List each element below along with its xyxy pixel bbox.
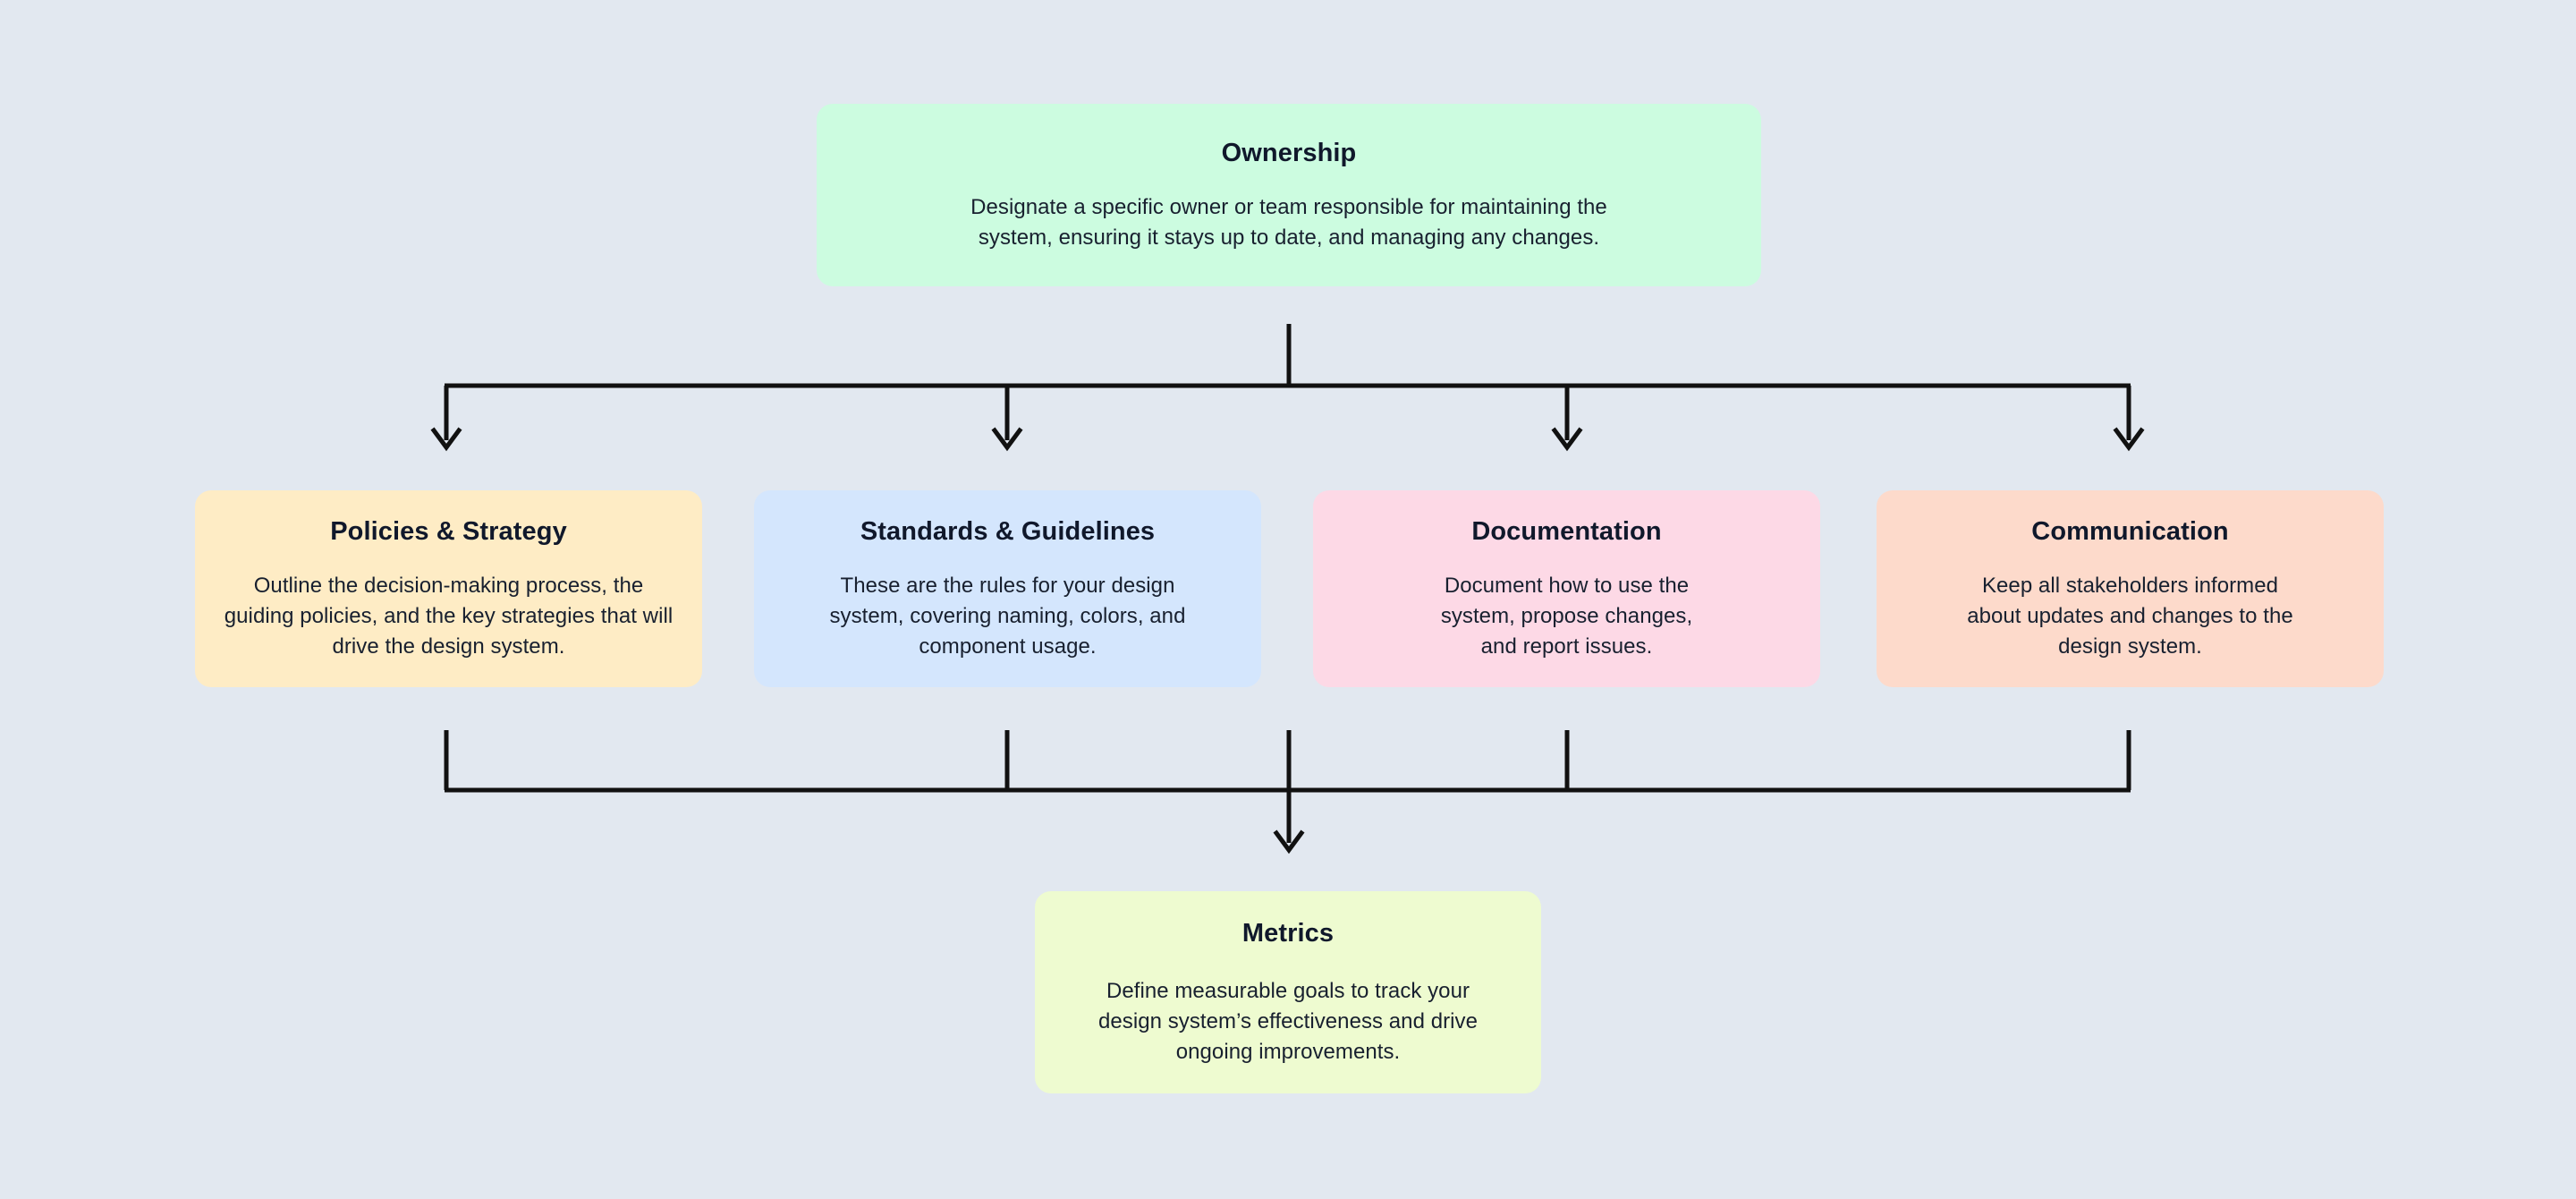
node-ownership-description: Designate a specific owner or team respo… bbox=[970, 195, 1607, 251]
node-communication-description: Keep all stakeholders informed about upd… bbox=[1967, 574, 2293, 659]
node-communication[interactable]: Communication Keep all stakeholders info… bbox=[1877, 490, 2384, 687]
node-standards-guidelines[interactable]: Standards & Guidelines These are the rul… bbox=[754, 490, 1261, 687]
node-metrics-description: Define measurable goals to track your de… bbox=[1098, 979, 1478, 1065]
node-policies-strategy[interactable]: Policies & Strategy Outline the decision… bbox=[195, 490, 702, 687]
node-metrics[interactable]: Metrics Define measurable goals to track… bbox=[1035, 891, 1541, 1093]
node-documentation-description: Document how to use the system, propose … bbox=[1440, 574, 1693, 659]
arrowhead-to-metrics bbox=[1273, 829, 1305, 855]
node-policies-strategy-title: Policies & Strategy bbox=[330, 516, 567, 546]
node-ownership[interactable]: Ownership Designate a specific owner or … bbox=[817, 104, 1761, 286]
arrowhead-to-documentation bbox=[1551, 427, 1583, 452]
node-ownership-title: Ownership bbox=[1221, 138, 1357, 167]
arrowhead-to-communication bbox=[2113, 427, 2145, 452]
node-documentation-title: Documentation bbox=[1471, 516, 1662, 546]
arrowhead-to-policies bbox=[430, 427, 462, 452]
node-documentation[interactable]: Documentation Document how to use the sy… bbox=[1313, 490, 1820, 687]
node-policies-strategy-description: Outline the decision-making process, the… bbox=[224, 574, 674, 659]
node-standards-guidelines-title: Standards & Guidelines bbox=[860, 516, 1156, 546]
node-standards-guidelines-description: These are the rules for your design syst… bbox=[829, 574, 1186, 659]
arrowhead-to-standards bbox=[991, 427, 1023, 452]
node-metrics-title: Metrics bbox=[1241, 918, 1335, 948]
node-communication-title: Communication bbox=[2031, 516, 2229, 546]
